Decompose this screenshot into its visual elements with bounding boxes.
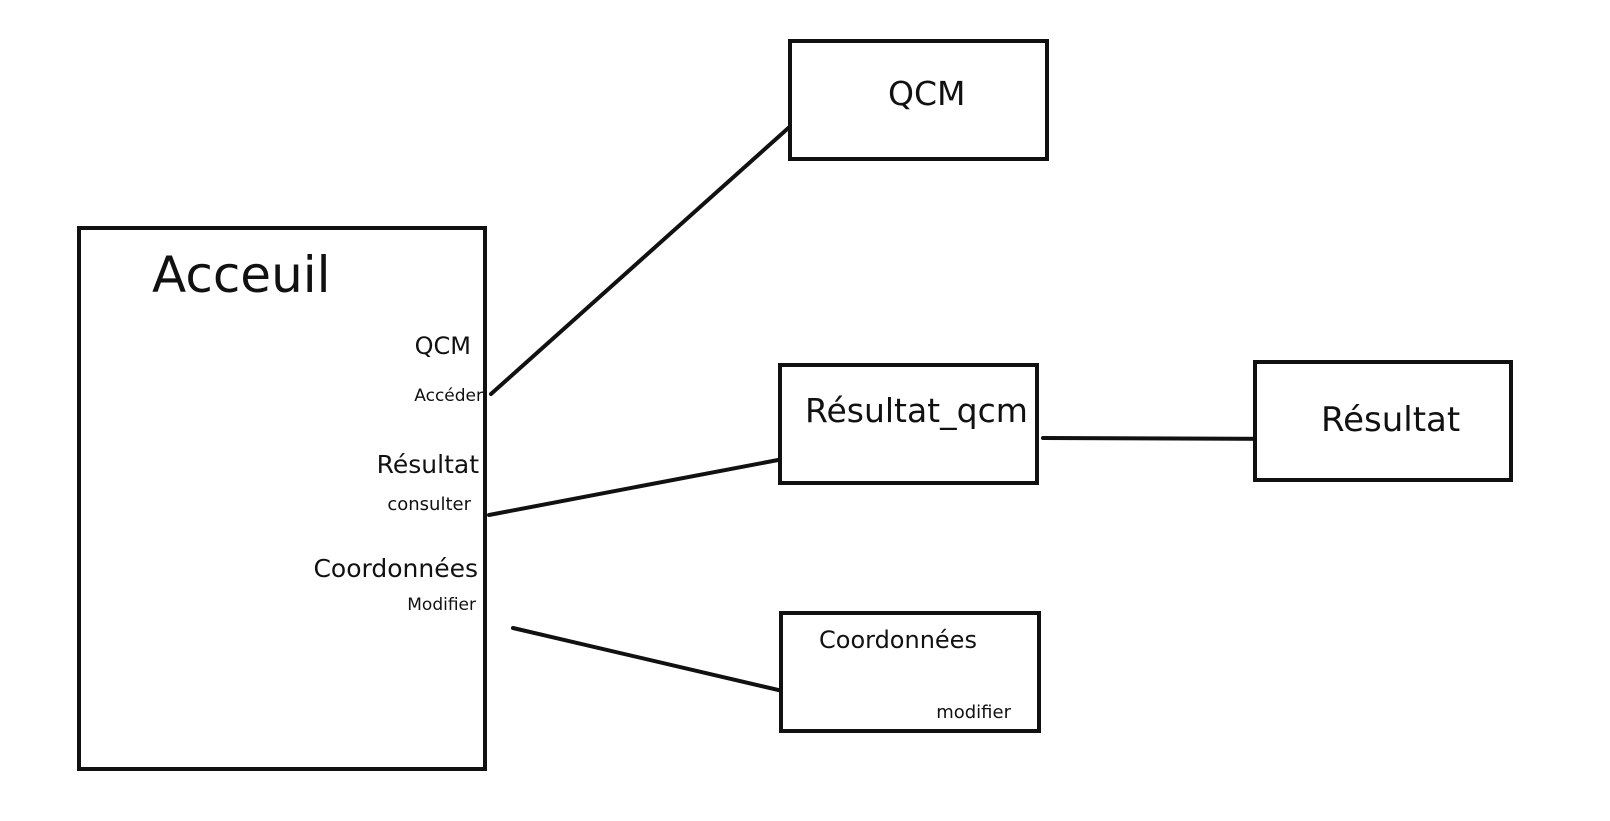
arrow-accueil-to-resultat-qcm (487, 444, 801, 517)
coordonnees-modify-link[interactable]: modifier (936, 702, 1011, 723)
accueil-coordonnees-action-link[interactable]: Modifier (407, 595, 476, 615)
resultat-page-title: Résultat (1321, 400, 1461, 440)
accueil-qcm-action-link[interactable]: Accéder (414, 386, 483, 406)
accueil-page-box: Acceuil QCM Accéder Résultat consulter C… (77, 226, 487, 771)
qcm-page-title: QCM (888, 74, 966, 113)
resultat-page-box: Résultat (1253, 360, 1513, 482)
qcm-page-box: QCM (788, 39, 1049, 161)
accueil-qcm-label: QCM (414, 332, 471, 360)
accueil-coordonnees-label: Coordonnées (313, 554, 478, 583)
accueil-resultat-action-link[interactable]: consulter (387, 494, 471, 515)
resultat-qcm-page-box: Résultat_qcm (778, 363, 1039, 485)
coordonnees-page-title: Coordonnées (819, 626, 977, 654)
accueil-resultat-label: Résultat (376, 450, 479, 479)
arrow-accueil-to-coordonnees (511, 626, 806, 707)
accueil-title: Acceuil (152, 246, 331, 304)
resultat-qcm-page-title: Résultat_qcm (805, 391, 1028, 430)
arrow-accueil-to-qcm (489, 95, 825, 396)
coordonnees-page-box: Coordonnées modifier (779, 611, 1041, 733)
